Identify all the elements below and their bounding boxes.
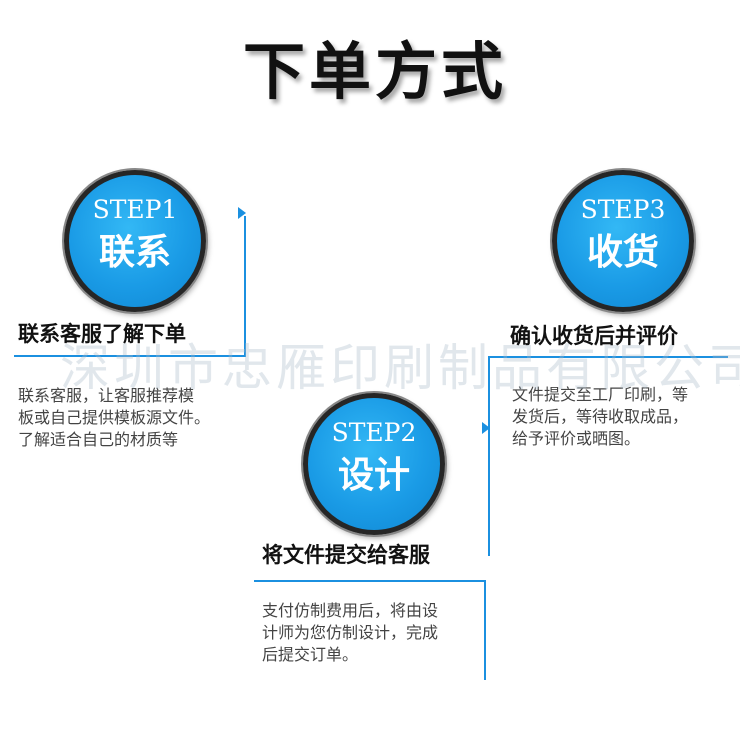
step-3-number: STEP3	[580, 195, 666, 224]
step-2-bracket-line	[484, 580, 486, 680]
step-1-heading: 联系客服了解下单	[18, 322, 186, 346]
step-2-circle: STEP2 设计	[303, 393, 445, 535]
step-2-number: STEP2	[331, 418, 417, 447]
step-2-name: 设计	[337, 455, 410, 496]
step-3-bracket-arrow	[482, 422, 490, 434]
step-1-divider	[14, 355, 246, 357]
step-3-circle: STEP3 收货	[552, 170, 694, 312]
step-1-description-line: 了解适合自己的材质等	[18, 430, 179, 449]
step-2-description-line: 计师为您仿制设计，完成	[262, 623, 439, 642]
step-2-description-line: 支付仿制费用后，将由设	[262, 601, 439, 620]
step-2-heading: 将文件提交给客服	[262, 543, 430, 567]
step-1-circle: STEP1 联系	[64, 170, 206, 312]
step-1-name: 联系	[98, 232, 171, 273]
page-title: 下单方式	[242, 35, 507, 108]
step-1-number: STEP1	[92, 195, 178, 224]
step-3-description-line: 文件提交至工厂印刷，等	[512, 385, 689, 404]
step-1-bracket-arrow	[238, 207, 246, 219]
step-3-bracket-line	[488, 356, 490, 556]
step-1-description-line: 联系客服，让客服推荐模	[18, 386, 195, 405]
step-1-bracket-line	[244, 216, 246, 357]
step-3-name: 收货	[586, 232, 659, 273]
step-2-description-line: 后提交订单。	[262, 645, 359, 664]
step-2-description: 支付仿制费用后，将由设 计师为您仿制设计，完成 后提交订单。	[262, 600, 482, 666]
step-1-description: 联系客服，让客服推荐模 板或自己提供模板源文件。 了解适合自己的材质等	[18, 385, 250, 451]
step-3-description: 文件提交至工厂印刷，等 发货后，等待收取成品， 给予评价或晒图。	[512, 384, 744, 450]
step-3-description-line: 发货后，等待收取成品，	[512, 407, 689, 426]
step-3-heading: 确认收货后并评价	[510, 324, 678, 348]
step-1-description-line: 板或自己提供模板源文件。	[18, 408, 211, 427]
step-3-divider	[488, 356, 728, 358]
step-3-description-line: 给予评价或晒图。	[512, 429, 641, 448]
step-2-divider	[254, 580, 486, 582]
